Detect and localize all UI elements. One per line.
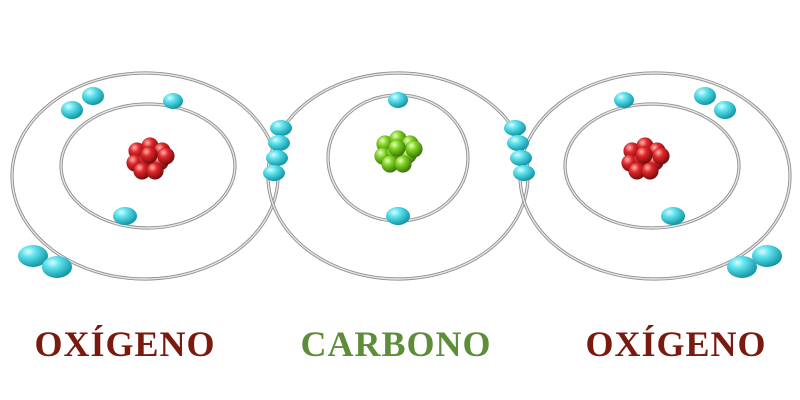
electron-4 (163, 93, 183, 109)
electron-11 (386, 207, 410, 225)
electron-12 (504, 120, 526, 136)
electron-18 (694, 87, 716, 105)
oxygen-right-nucleus-particle-9 (635, 146, 653, 164)
electron-10 (388, 92, 408, 108)
oxygen-left-nucleus-particle-6 (157, 147, 175, 165)
oxygen-right-nucleus-particle-6 (652, 147, 670, 165)
electron-19 (714, 101, 736, 119)
electron-17 (661, 207, 685, 225)
carbon-nucleus (374, 130, 423, 173)
electron-9 (263, 165, 285, 181)
carbon-nucleus-particle-9 (388, 139, 406, 157)
electron-13 (507, 135, 529, 151)
electron-2 (18, 245, 48, 267)
electron-15 (513, 165, 535, 181)
oxygen-left-nucleus-particle-8 (146, 162, 164, 180)
oxygen-right-nucleus-particle-8 (641, 162, 659, 180)
electron-21 (752, 245, 782, 267)
electron-5 (113, 207, 137, 225)
carbon-nucleus-particle-6 (405, 140, 423, 158)
electron-16 (614, 92, 634, 108)
electron-3 (42, 256, 72, 278)
carbon-nucleus-particle-8 (394, 155, 412, 173)
oxygen-left-nucleus (126, 137, 175, 180)
atom-orbits-svg (10, 71, 792, 281)
electron-14 (510, 150, 532, 166)
electron-6 (270, 120, 292, 136)
electron-7 (268, 135, 290, 151)
atom-label-oxygen-right: OXÍGENO (585, 324, 767, 364)
oxygen-right-inner-orbit (564, 103, 740, 229)
electron-20 (727, 256, 757, 278)
atom-label-carbon: CARBONO (300, 324, 492, 364)
electron-8 (266, 150, 288, 166)
electron-0 (82, 87, 104, 105)
oxygen-left-nucleus-particle-9 (140, 146, 158, 164)
atom-label-oxygen-left: OXÍGENO (34, 324, 216, 364)
oxygen-left-inner-orbit (60, 103, 236, 229)
oxygen-right-nucleus (621, 137, 670, 180)
electron-1 (61, 101, 83, 119)
